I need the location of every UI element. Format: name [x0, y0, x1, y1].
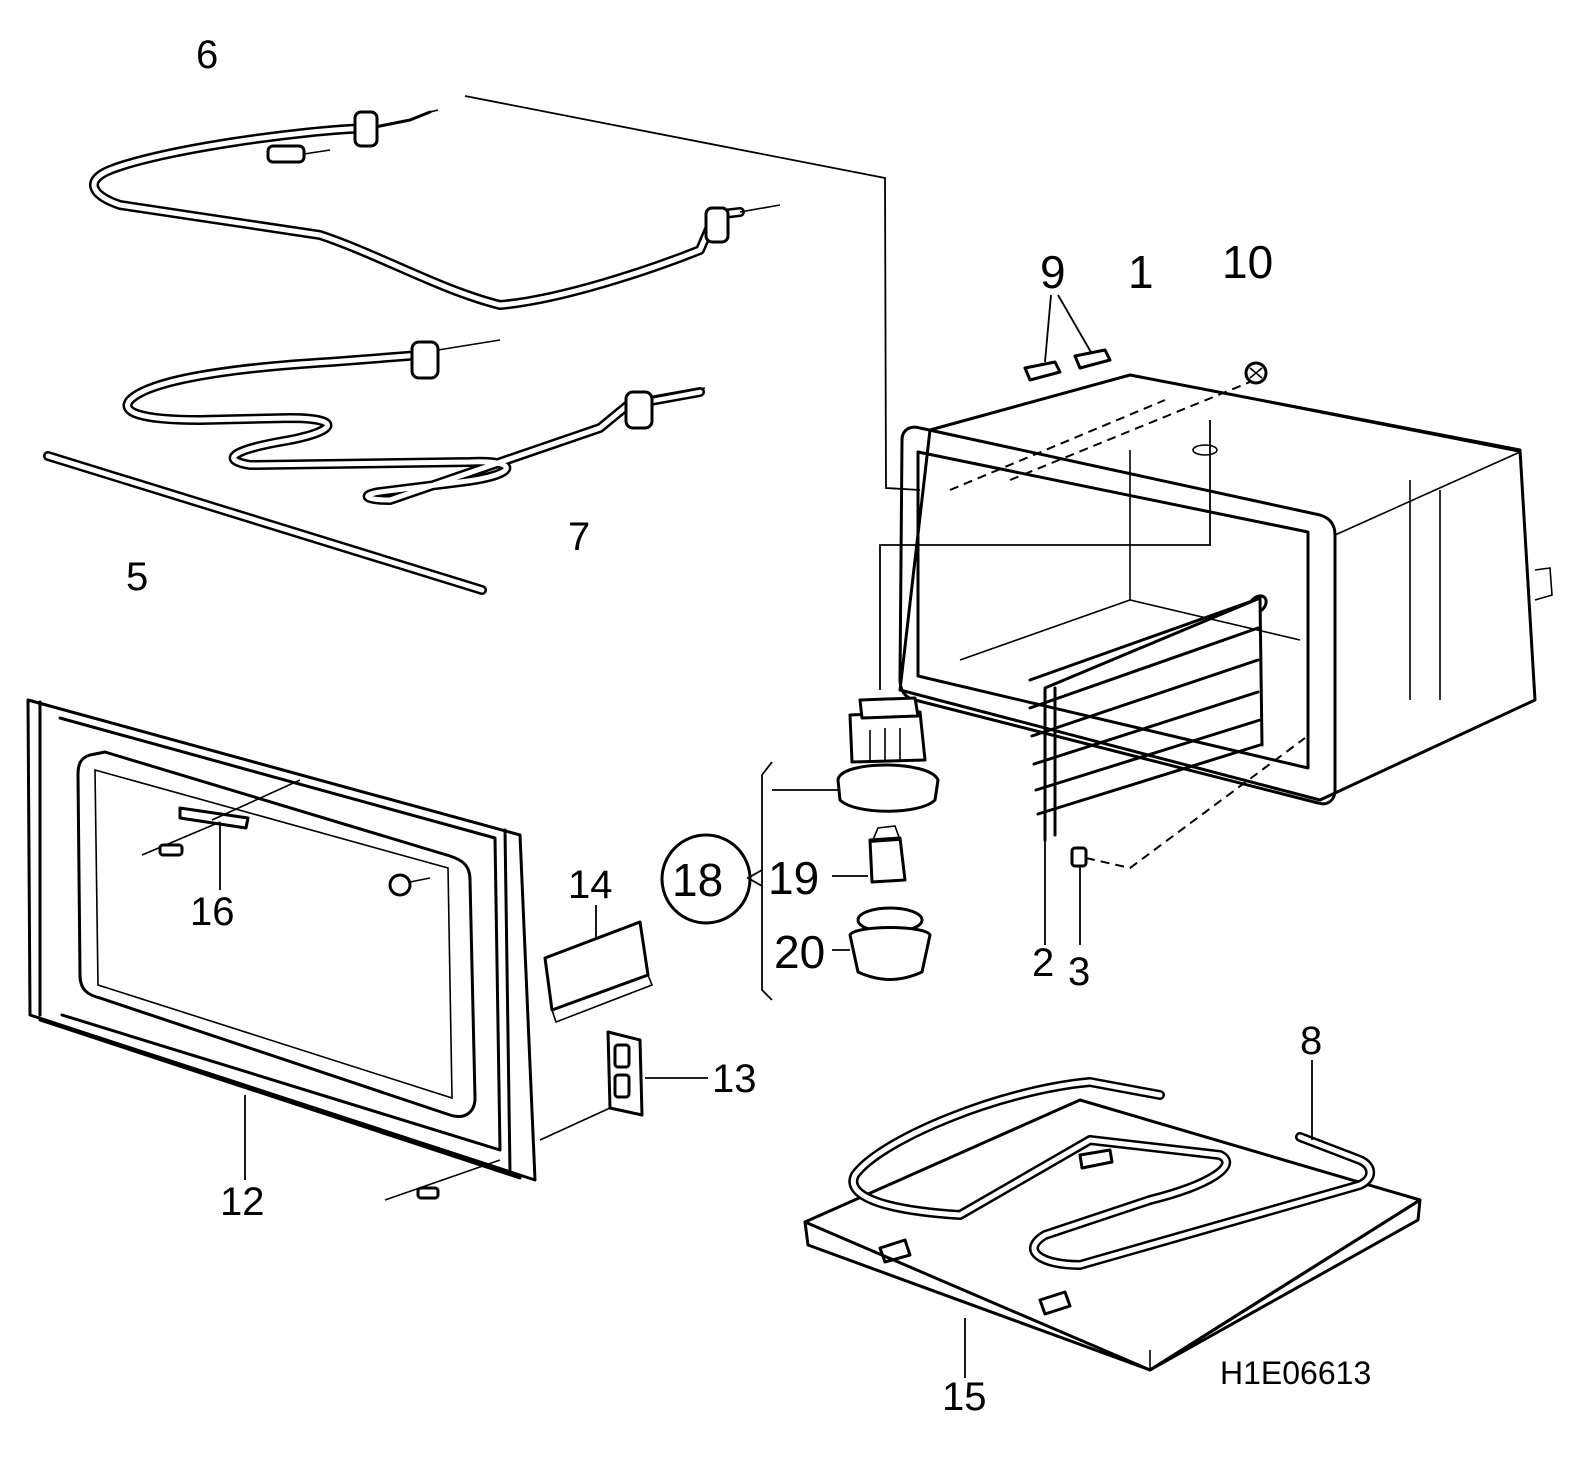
bottom-heating-element-part-8: [848, 1060, 1376, 1270]
rod-sensor: [43, 451, 487, 595]
bracket-part-14: [543, 905, 654, 1024]
callout-14: 14: [568, 863, 613, 907]
door-frame: [26, 698, 537, 1182]
bottom-tray: [803, 1098, 1422, 1378]
top-heating-element: [89, 109, 781, 310]
lamp-assembly: [746, 696, 940, 1001]
clip-parts-9: [1023, 294, 1112, 382]
oven-cavity: [898, 373, 1553, 806]
callout-20: 20: [774, 926, 825, 978]
callout-7: 7: [568, 515, 590, 559]
callout-19: 19: [768, 852, 819, 904]
callout-8: 8: [1300, 1019, 1322, 1063]
lower-heating-element: [122, 339, 706, 505]
callout-circle-18: [660, 833, 752, 925]
callout-6: 6: [196, 33, 218, 77]
callout-12: 12: [220, 1180, 265, 1224]
clip-part-3: [1070, 737, 1306, 945]
callout-18: 18: [672, 854, 723, 906]
callout-9: 9: [1040, 246, 1066, 298]
callout-10: 10: [1222, 236, 1273, 288]
callout-13: 13: [712, 1057, 757, 1101]
callout-3: 3: [1068, 950, 1090, 994]
leader-6-to-cavity: [464, 95, 921, 491]
dashed-guide-9: [949, 399, 1166, 491]
leader-lamp-to-cavity: [879, 420, 1211, 690]
door-handle-part-16: [141, 779, 431, 897]
callout-16: 16: [190, 890, 235, 934]
diagram-reference-code: H1E06613: [1220, 1355, 1371, 1391]
nut-part-10: [1244, 361, 1268, 385]
callout-2: 2: [1032, 941, 1054, 985]
hinge-part-13: [384, 1030, 708, 1201]
callout-1: 1: [1128, 246, 1154, 298]
shelf-support-rack: [1028, 594, 1268, 945]
callout-15: 15: [942, 1375, 987, 1419]
callout-5: 5: [126, 555, 148, 599]
